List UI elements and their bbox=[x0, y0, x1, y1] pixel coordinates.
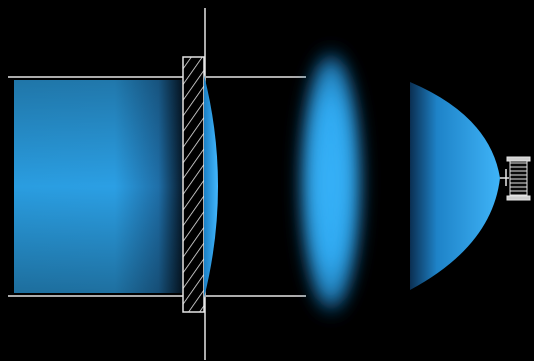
collimated-beam bbox=[14, 80, 182, 293]
lens-blur bbox=[297, 40, 365, 324]
hatched-mirror bbox=[183, 57, 204, 312]
